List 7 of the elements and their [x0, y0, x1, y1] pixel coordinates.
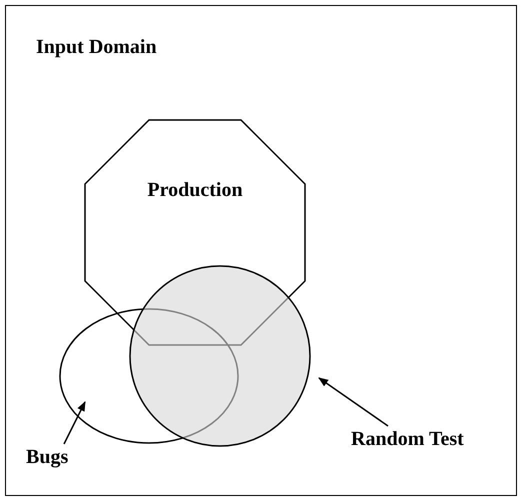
- domain-frame: [5, 5, 517, 496]
- arrow: [63, 401, 86, 444]
- region-label: Input Domain: [36, 36, 157, 59]
- region-label: Random Test: [351, 428, 464, 451]
- arrow: [318, 377, 388, 427]
- region-label: Bugs: [26, 446, 68, 469]
- region-label: Production: [146, 179, 244, 202]
